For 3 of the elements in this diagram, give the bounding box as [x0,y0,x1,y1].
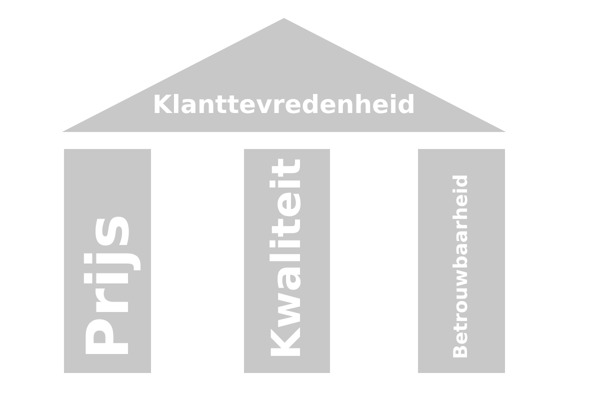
pillar [418,149,505,373]
pillar [64,149,151,373]
pillar [244,149,330,373]
